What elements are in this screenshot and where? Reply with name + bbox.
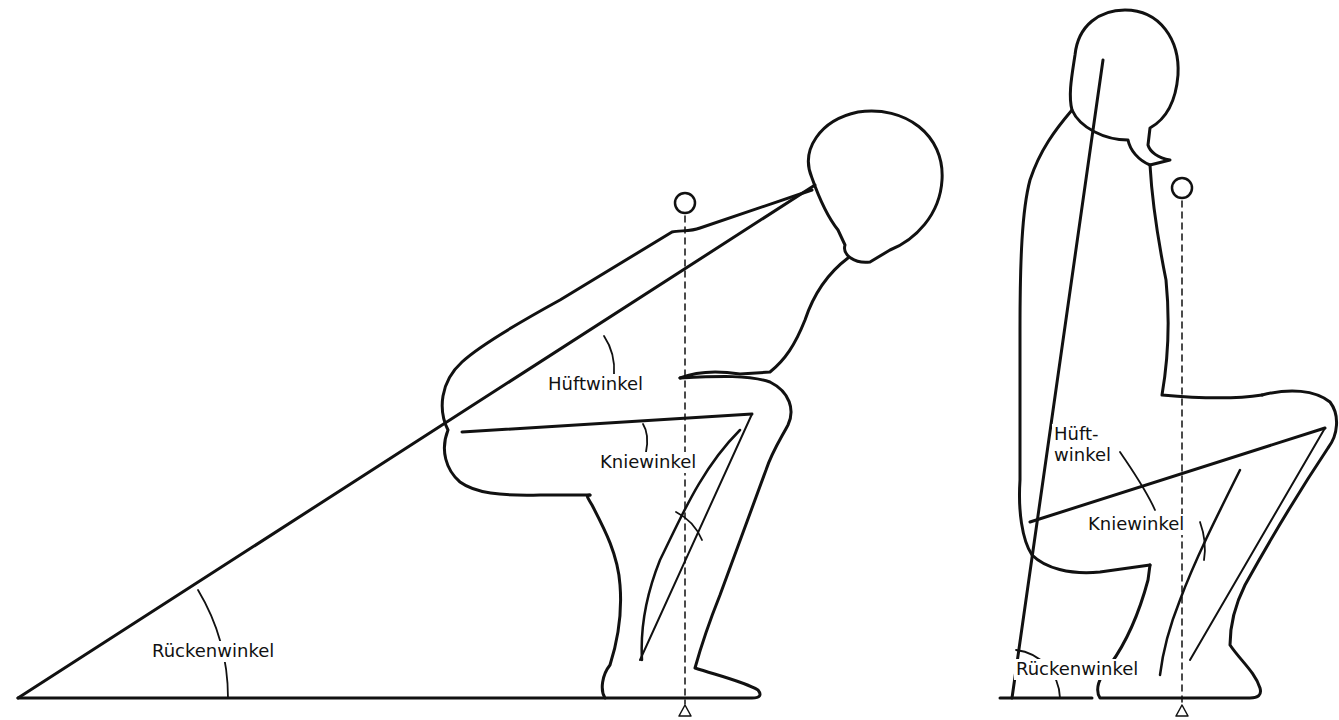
midfoot-marker (679, 705, 691, 716)
hip-knee-arc (1120, 452, 1155, 510)
leg-outline (587, 377, 791, 698)
knee-angle-label: Kniewinkel (1086, 514, 1186, 535)
ground-line (18, 697, 605, 700)
calf-line (1160, 470, 1240, 675)
head (809, 111, 943, 262)
ankle-angle-arc (676, 512, 702, 540)
torso-back (1020, 110, 1151, 573)
barbell-marker (1172, 178, 1192, 198)
leg-outline (1098, 391, 1337, 698)
hip-angle-label: Hüft- winkel (1052, 424, 1118, 465)
knee-angle-arc (643, 424, 647, 452)
torso-front (1150, 165, 1262, 398)
right-figure (1000, 10, 1337, 716)
barbell-marker (675, 193, 695, 213)
back-angle-label: Rückenwinkel (1014, 659, 1140, 680)
torso-front (680, 258, 848, 378)
back-line (1012, 60, 1103, 698)
shin-line (640, 414, 752, 660)
torso-back (442, 190, 812, 495)
knee-angle-arc (1200, 522, 1205, 560)
head (1070, 10, 1178, 165)
back-angle-label: Rückenwinkel (150, 641, 276, 662)
shin-line (1190, 428, 1325, 660)
bar-path-line (1181, 201, 1183, 704)
ground-line (1000, 697, 1092, 700)
hip-angle-label: Hüftwinkel (546, 374, 645, 395)
thigh-line (462, 414, 752, 432)
back-line (18, 185, 815, 698)
midfoot-marker (1176, 705, 1188, 716)
knee-angle-label: Kniewinkel (598, 452, 698, 473)
hip-angle-arc (604, 336, 614, 375)
left-figure (18, 111, 942, 716)
